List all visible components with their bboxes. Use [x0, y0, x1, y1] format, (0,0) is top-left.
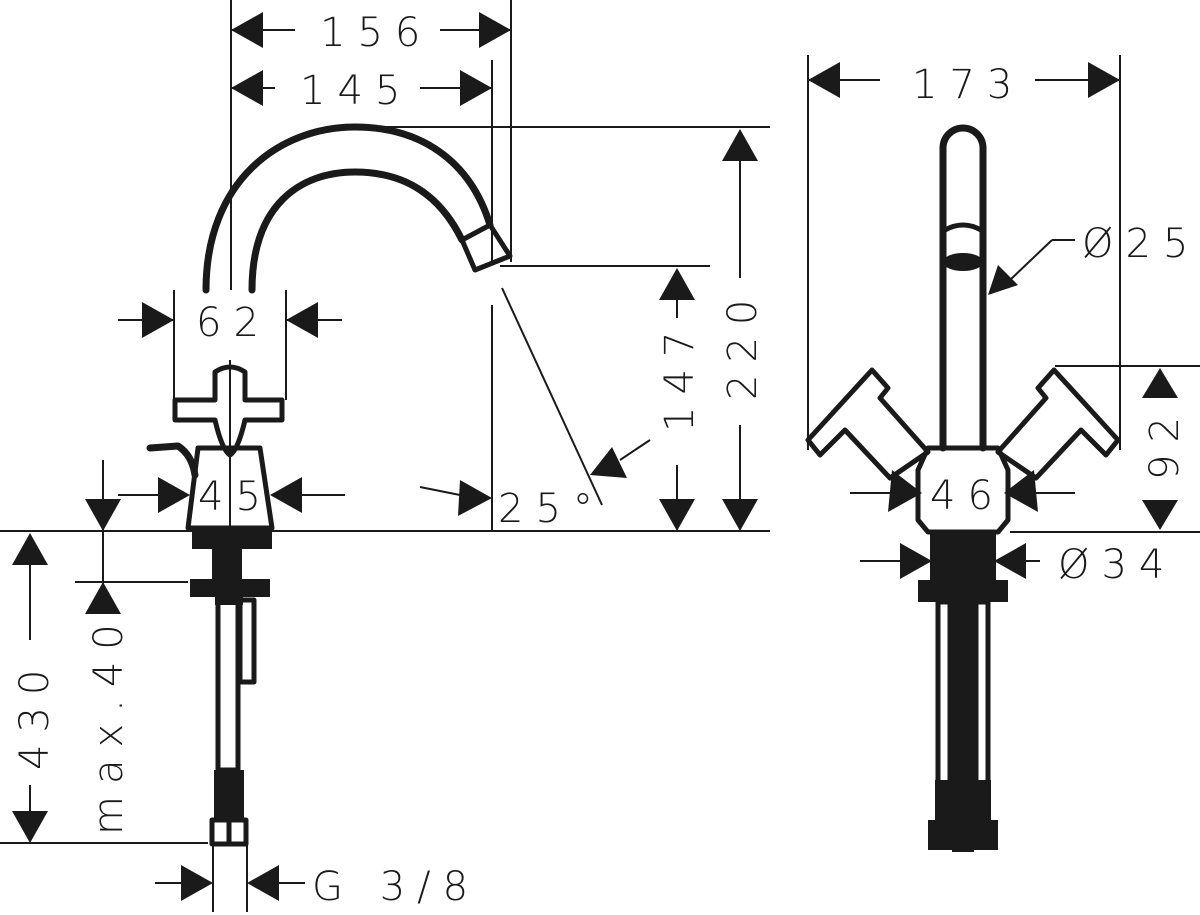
dim-max-40-label: max.40 — [86, 612, 132, 835]
dim-156-label: 156 — [320, 10, 432, 56]
dim-147-label: 147 — [657, 320, 703, 432]
dim-173-label: 173 — [912, 62, 1024, 108]
dim-dia-34-label: Ø34 — [1058, 542, 1176, 588]
dim-430: 430 — [0, 533, 208, 844]
dim-62: 62 — [118, 290, 342, 400]
dim-173: 173 — [808, 62, 1120, 108]
dim-46: 46 — [850, 470, 1075, 519]
dim-92: 92 — [1010, 365, 1200, 533]
dim-max-40: max.40 — [75, 460, 188, 835]
dim-62-label: 62 — [196, 300, 271, 346]
dim-45: 45 — [118, 474, 345, 520]
dim-145-label: 145 — [300, 68, 412, 114]
dim-45-label: 45 — [198, 474, 273, 520]
right-handle — [995, 367, 1121, 481]
side-view: 156 145 62 — [0, 0, 770, 912]
dim-dia-25: Ø25 — [988, 221, 1200, 295]
dim-156: 156 — [231, 10, 511, 56]
dim-25-degree: 25° — [419, 287, 651, 532]
dim-46-label: 46 — [930, 473, 1005, 519]
dim-92-label: 92 — [1142, 405, 1188, 480]
dim-220-label: 220 — [720, 288, 766, 400]
dim-25-degree-label: 25° — [498, 486, 605, 532]
dim-145: 145 — [231, 68, 492, 114]
dim-430-label: 430 — [12, 658, 58, 770]
dim-220: 220 — [720, 129, 766, 531]
dim-g-3-8-label: G 3/8 — [312, 864, 480, 910]
front-view: 173 Ø25 46 — [805, 55, 1200, 852]
left-handle — [805, 367, 931, 481]
dim-dia-34: Ø34 — [860, 542, 1176, 588]
dim-g-3-8: G 3/8 — [155, 845, 480, 912]
dim-dia-25-label: Ø25 — [1082, 221, 1200, 267]
dim-147: 147 — [657, 268, 703, 531]
